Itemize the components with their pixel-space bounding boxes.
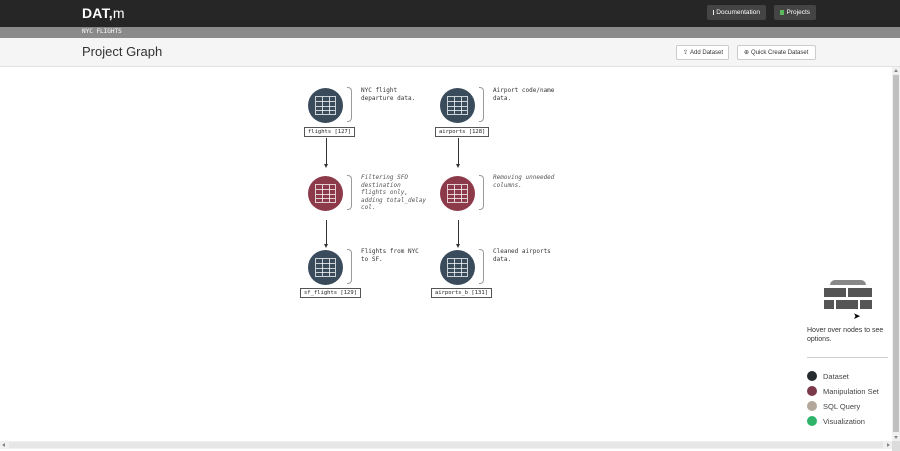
app-logo[interactable]: DAT,m — [82, 5, 125, 21]
table-icon — [315, 184, 336, 203]
edge-arrow — [324, 220, 328, 248]
node-note: Flights from NYC to SF. — [361, 248, 419, 263]
scroll-thumb[interactable] — [893, 75, 899, 432]
upload-icon: ⇪ — [683, 50, 689, 56]
horizontal-scrollbar[interactable] — [0, 441, 892, 449]
edge-arrow — [324, 138, 328, 168]
table-icon — [447, 258, 468, 277]
breadcrumb[interactable]: NYC FLIGHTS — [82, 28, 122, 35]
dataset-node-flights[interactable] — [308, 88, 343, 123]
mouse-cursor-icon: ➤ — [853, 311, 861, 321]
table-icon — [315, 96, 336, 115]
manipulation-dot-icon — [807, 386, 817, 396]
add-dataset-label: Add Dataset — [690, 49, 724, 56]
dataset-node-sf-flights[interactable] — [308, 250, 343, 285]
edge-arrow — [456, 220, 460, 248]
table-icon — [447, 184, 468, 203]
divider — [807, 357, 888, 358]
legend-item-dataset: Dataset — [807, 371, 849, 381]
note-brace — [479, 87, 484, 122]
scroll-down-icon[interactable] — [894, 436, 898, 439]
note-brace — [479, 249, 484, 284]
legend-label: SQL Query — [823, 401, 861, 411]
visualization-dot-icon — [807, 416, 817, 426]
dataset-node-airports-b[interactable] — [440, 250, 475, 285]
edge-arrow — [456, 138, 460, 168]
legend-label: Dataset — [823, 371, 849, 381]
scrollbar-corner — [892, 441, 900, 451]
legend-label: Visualization — [823, 416, 865, 426]
scroll-thumb[interactable] — [9, 442, 883, 448]
node-label[interactable]: sf_flights [129] — [300, 288, 361, 298]
brand-main: DAT, — [82, 5, 113, 21]
legend-item-visualization: Visualization — [807, 416, 865, 426]
node-label[interactable]: airports [128] — [435, 127, 490, 137]
node-note: Filtering SFO destination flights only, … — [361, 174, 427, 211]
quick-create-dataset-button[interactable]: ⊕ Quick Create Dataset — [737, 45, 816, 60]
projects-label: Projects — [786, 9, 810, 16]
dataset-dot-icon — [807, 371, 817, 381]
breadcrumb-bar: NYC FLIGHTS — [0, 27, 900, 38]
manipulation-node-2[interactable] — [440, 176, 475, 211]
table-icon — [315, 258, 336, 277]
legend-label: Manipulation Set — [823, 386, 879, 396]
page-title: Project Graph — [82, 44, 163, 59]
top-navbar: DAT,m Documentation Projects — [0, 0, 900, 27]
plus-circle-icon: ⊕ — [744, 50, 750, 56]
node-label[interactable]: airports_b [131] — [431, 288, 492, 298]
table-icon — [447, 96, 468, 115]
quick-create-label: Quick Create Dataset — [751, 49, 809, 56]
bricks-icon — [824, 280, 872, 314]
list-icon — [780, 10, 784, 15]
vertical-scrollbar[interactable] — [892, 67, 900, 441]
hover-hint: Hover over nodes to see options. — [807, 327, 884, 343]
node-label[interactable]: flights [127] — [304, 127, 356, 137]
note-brace — [347, 249, 352, 284]
legend-item-manipulation-set: Manipulation Set — [807, 386, 879, 396]
legend-item-sql-query: SQL Query — [807, 401, 860, 411]
documentation-button[interactable]: Documentation — [707, 5, 766, 20]
node-note: Removing unneeded columns. — [493, 174, 555, 189]
node-note: NYC flight departure data. — [361, 87, 416, 102]
dataset-node-airports[interactable] — [440, 88, 475, 123]
projects-button[interactable]: Projects — [774, 5, 816, 20]
documentation-label: Documentation — [716, 9, 760, 16]
scroll-left-icon[interactable] — [2, 443, 5, 447]
add-dataset-button[interactable]: ⇪ Add Dataset — [676, 45, 729, 60]
scroll-right-icon[interactable] — [887, 443, 890, 447]
scroll-up-icon[interactable] — [894, 69, 898, 72]
manipulation-node-1[interactable] — [308, 176, 343, 211]
node-note: Airport code/name data. — [493, 87, 555, 102]
sql-dot-icon — [807, 401, 817, 411]
brand-suffix: m — [112, 5, 125, 21]
note-brace — [347, 87, 352, 122]
note-brace — [347, 175, 352, 210]
node-note: Cleaned airports data. — [493, 248, 551, 263]
note-brace — [479, 175, 484, 210]
